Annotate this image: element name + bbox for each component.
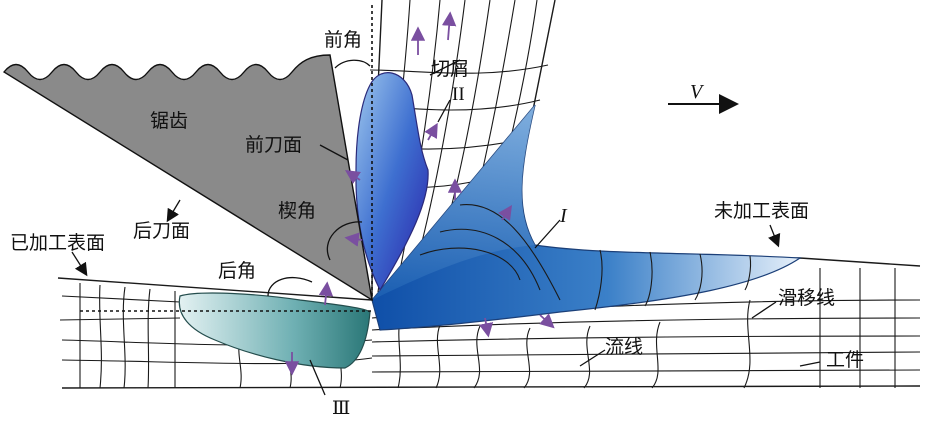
label-rake-angle: 前角	[324, 29, 362, 51]
label-leaders	[71, 59, 821, 396]
label-velocity: V	[690, 81, 705, 103]
label-workpiece: 工件	[826, 349, 864, 371]
label-zone-3: Ⅲ	[332, 398, 350, 419]
workpiece-grid	[57, 257, 921, 389]
label-rake-face: 前刀面	[245, 134, 302, 156]
label-wedge-angle: 楔角	[278, 200, 316, 222]
label-machined-surface: 已加工表面	[10, 232, 105, 254]
zone-2-secondary	[355, 72, 429, 292]
clearance-angle-arc	[267, 277, 313, 297]
label-zone-2: II	[452, 84, 465, 105]
rake-angle-arc	[334, 59, 371, 69]
wedge-angle-arc	[326, 221, 363, 261]
label-flow-lines: 流线	[605, 336, 643, 358]
cutting-tool	[2, 54, 373, 302]
label-unmachined-surface: 未加工表面	[714, 200, 809, 222]
label-slip-lines: 滑移线	[778, 287, 835, 309]
label-clearance-angle: 后角	[218, 260, 256, 282]
label-flank-face: 后刀面	[133, 220, 190, 242]
label-chip: 切屑	[431, 58, 469, 80]
stress-arrows	[284, 11, 555, 376]
zone-3-tertiary	[178, 292, 371, 369]
label-zone-1: I	[559, 205, 568, 227]
zone-1-shear	[371, 104, 802, 331]
label-sawtooth: 锯齿	[150, 110, 188, 132]
